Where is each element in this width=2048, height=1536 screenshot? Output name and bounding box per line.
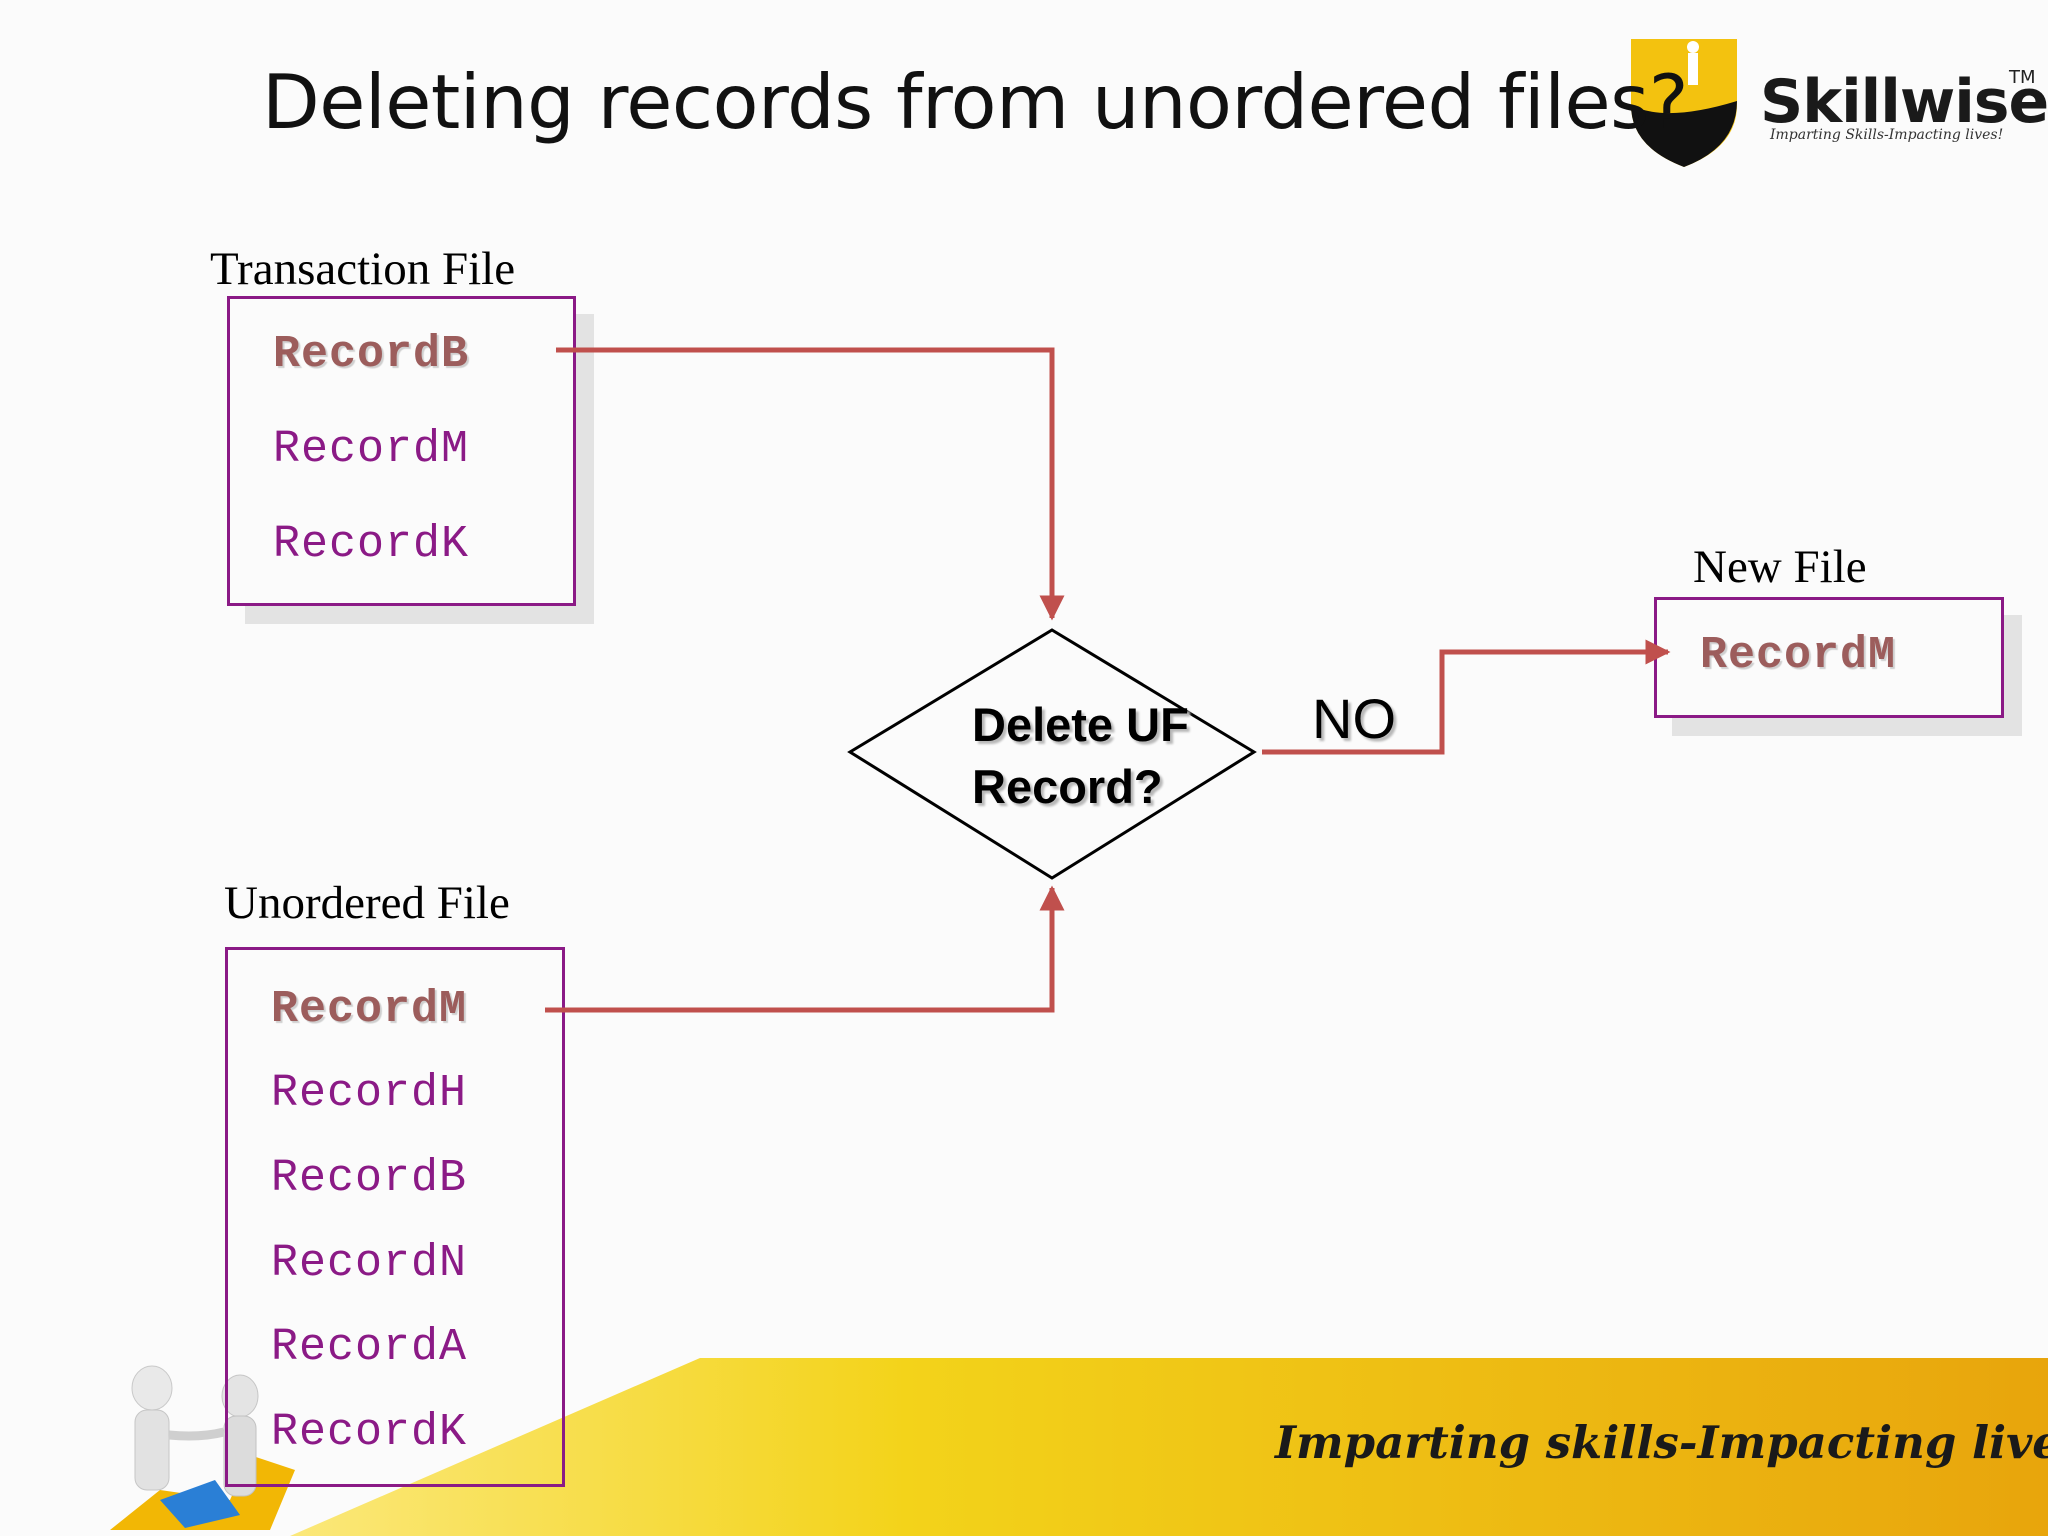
unordered-record: RecordM bbox=[271, 984, 468, 1035]
decision-line-1: Delete UF bbox=[972, 698, 1189, 751]
unordered-file-box: RecordM RecordH RecordB RecordN RecordA … bbox=[225, 947, 565, 1487]
logo-subtitle: Imparting Skills-Impacting lives! bbox=[1770, 127, 2004, 143]
footer-tagline: Imparting skills-Impacting lives! bbox=[1275, 1416, 2048, 1469]
transaction-file-box: RecordB RecordM RecordK bbox=[227, 296, 576, 606]
arrow-transaction-to-decision bbox=[556, 347, 1065, 621]
unordered-record: RecordB bbox=[271, 1153, 468, 1204]
transaction-file-label: Transaction File bbox=[210, 243, 516, 295]
arrow-unordered-to-decision bbox=[545, 885, 1065, 1013]
new-file-label: New File bbox=[1693, 541, 1867, 593]
unordered-record: RecordA bbox=[271, 1322, 468, 1373]
handshake-illustration bbox=[110, 1365, 295, 1530]
new-file-record: RecordM bbox=[1700, 630, 1897, 681]
decision-text: Delete UF Record? bbox=[972, 694, 1189, 818]
unordered-file-label: Unordered File bbox=[224, 877, 510, 929]
logo: Skillwise TM Imparting Skills-Impacting … bbox=[1625, 35, 2048, 170]
logo-name: Skillwise bbox=[1760, 67, 2048, 137]
page-title: Deleting records from unordered files? bbox=[262, 58, 1689, 146]
unordered-record: RecordH bbox=[271, 1068, 468, 1119]
decision-diamond bbox=[847, 628, 1257, 880]
transaction-record: RecordK bbox=[273, 519, 470, 570]
unordered-record: RecordN bbox=[271, 1238, 468, 1289]
transaction-record: RecordM bbox=[273, 424, 470, 475]
shield-logo-icon bbox=[1631, 39, 1737, 167]
decision-line-2: Record? bbox=[972, 760, 1163, 813]
transaction-record: RecordB bbox=[273, 329, 470, 380]
new-file-box: RecordM bbox=[1654, 597, 2004, 718]
branch-label-no: NO bbox=[1312, 687, 1396, 750]
unordered-record: RecordK bbox=[271, 1407, 468, 1458]
logo-trademark: TM bbox=[2009, 67, 2036, 88]
arrow-decision-to-newfile bbox=[1262, 639, 1671, 755]
